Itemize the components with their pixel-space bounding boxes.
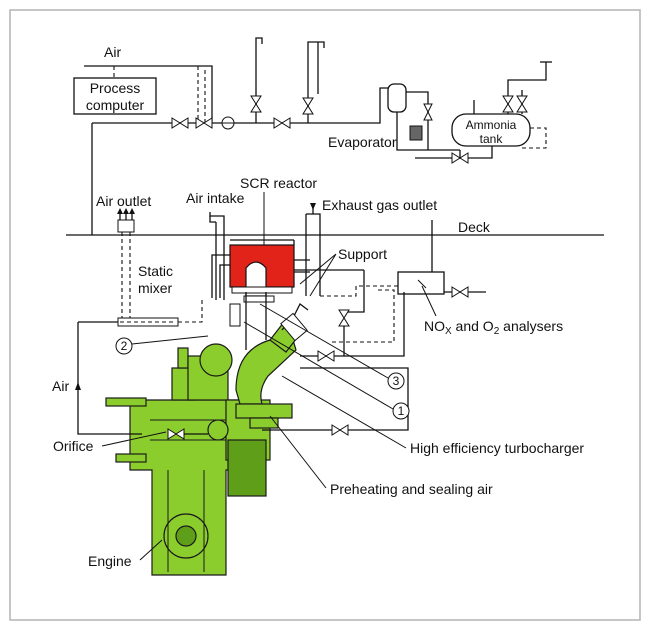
callout-3: 3 — [387, 372, 405, 390]
diagram-frame — [9, 9, 641, 621]
svg-text:3: 3 — [393, 374, 400, 388]
callout-1: 1 — [392, 402, 410, 420]
ammonia-tank-label-line1: Ammonia — [466, 118, 517, 132]
static-mixer-label-line1: Static — [138, 263, 173, 279]
process-computer-label-line1: Process — [90, 80, 141, 96]
air-outlet-label: Air outlet — [96, 193, 151, 209]
engine-label: Engine — [88, 553, 132, 569]
support-label: Support — [338, 246, 387, 262]
nox-o2-analyser — [397, 220, 486, 298]
svg-text:1: 1 — [398, 404, 405, 418]
process-computer-label-line2: computer — [86, 97, 145, 113]
exhaust-gas-outlet-label: Exhaust gas outlet — [322, 197, 437, 213]
deck-label: Deck — [458, 219, 491, 235]
valve — [171, 116, 291, 130]
preheating-label: Preheating and sealing air — [330, 481, 493, 497]
turbocharger-label: High efficiency turbocharger — [410, 440, 584, 456]
static-mixer-label-line2: mixer — [138, 280, 173, 296]
evaporator — [387, 83, 460, 151]
evaporator-label: Evaporator — [328, 134, 397, 150]
ammonia-tank: Ammonia tank — [451, 113, 531, 147]
air-top-label: Air — [104, 44, 121, 60]
scr-reactor — [229, 244, 295, 297]
svg-text:2: 2 — [121, 339, 128, 353]
process-computer-box: Process computer — [73, 77, 157, 115]
orifice-label: Orifice — [53, 438, 94, 454]
scr-reactor-label: SCR reactor — [240, 175, 317, 191]
static-mixer — [117, 300, 203, 327]
air-left-label: Air — [52, 378, 69, 394]
nox-o2-label: NOX and O2 analysers — [424, 318, 563, 337]
air-outlet — [117, 208, 135, 233]
air-intake-label: Air intake — [186, 190, 245, 206]
engine — [105, 321, 301, 576]
support-bracket — [229, 295, 275, 327]
ammonia-tank-label-line2: tank — [480, 132, 504, 146]
callout-2: 2 — [115, 337, 133, 355]
